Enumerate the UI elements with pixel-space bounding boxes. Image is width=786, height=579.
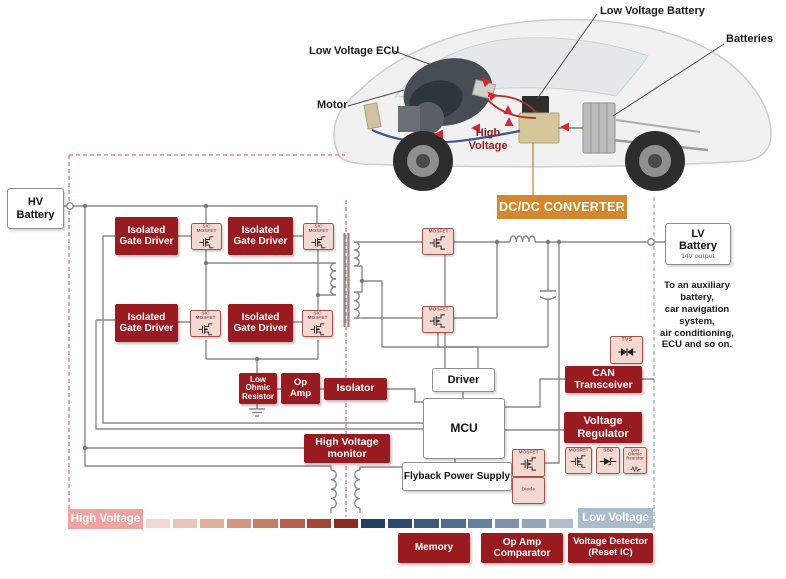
isolated-gate-driver-block-3: Isolated Gate Driver	[115, 304, 178, 342]
high-voltage-monitor-block: High Voltage monitor	[304, 434, 390, 463]
mosfet-symbol-icon	[197, 236, 217, 249]
main-transformer-icon	[330, 233, 362, 327]
label-high-voltage-car: High Voltage	[468, 127, 508, 153]
label-low-voltage-ecu: Low Voltage ECU	[309, 45, 400, 57]
gradient-segment	[333, 519, 359, 528]
mosfet-symbol-icon	[570, 455, 588, 468]
sbd-chip-label: SBD	[602, 448, 614, 453]
gradient-segment	[146, 519, 171, 528]
vr-mosfet-chip: MOSFET	[565, 447, 592, 474]
gradient-segment	[414, 519, 439, 528]
mosfet-symbol-icon	[428, 236, 448, 250]
label-low-voltage-battery: Low Voltage Battery	[600, 5, 705, 17]
diode-chip-label: Diode	[521, 486, 536, 492]
label-leader-lines	[347, 13, 725, 117]
flyback-diode-chip: Diode	[512, 477, 545, 504]
sic-mosfet-chip-label: SiC MOSFET	[308, 224, 329, 234]
inductor-icon	[509, 235, 536, 243]
gradient-segment	[226, 519, 251, 528]
mosfet-symbol-icon	[308, 323, 328, 336]
gradient-segment	[172, 519, 198, 528]
mosfet-chip-secondary-top: MOSFET	[422, 228, 454, 255]
lv-battery-title: LV Battery	[679, 227, 717, 253]
tvs-chip-label: TVS	[621, 337, 632, 343]
isolator-block: Isolator	[324, 378, 387, 400]
voltage-gradient-bar	[146, 519, 573, 528]
gradient-segment	[494, 519, 520, 528]
sbd-symbol-icon	[599, 455, 617, 468]
vr-sbd-chip: SBD	[596, 447, 620, 474]
sic-mosfet-chip-3: SiC MOSFET	[190, 310, 221, 337]
gradient-segment	[253, 519, 278, 528]
sic-mosfet-chip-label: SiC MOSFET	[307, 311, 328, 321]
car-illustration	[333, 13, 772, 195]
op-amp-comparator-block: Op Amp Comparator	[481, 533, 563, 563]
sic-mosfet-chip-2: SiC MOSFET	[303, 223, 334, 250]
gradient-segment	[199, 519, 225, 528]
tvs-chip: TVS	[610, 336, 643, 364]
aux-note-text: To an auxiliary battery, car navigation …	[660, 280, 734, 351]
mosfet-chip-label: MOSFET	[428, 307, 448, 312]
isolation-boundary-lines	[68, 154, 655, 530]
mosfet-symbol-icon	[309, 236, 329, 249]
gradient-segment	[441, 519, 466, 528]
gradient-segment	[468, 519, 493, 528]
sic-mosfet-chip-4: SiC MOSFET	[302, 310, 333, 337]
flyback-transformer-icon	[330, 469, 361, 509]
low-ohmic-resistor-chip-label: Low Ohmic Resistor	[626, 448, 644, 462]
mosfet-chip-label: MOSFET	[428, 229, 448, 234]
capacitor-icon	[539, 290, 557, 301]
high-voltage-bar-label: High Voltage	[68, 509, 143, 529]
sic-mosfet-chip-label: SiC MOSFET	[195, 311, 216, 321]
mosfet-symbol-icon	[428, 314, 448, 328]
gradient-segment	[521, 519, 547, 528]
can-transceiver-block: CAN Transceiver	[565, 366, 642, 393]
mosfet-symbol-icon	[196, 323, 216, 336]
memory-block: Memory	[398, 533, 470, 563]
mosfet-chip-label: MOSFET	[518, 450, 539, 455]
mosfet-chip-secondary-bottom: MOSFET	[422, 306, 454, 333]
lv-battery-output: 14V output	[681, 252, 715, 260]
resistor-symbol-icon	[627, 465, 644, 473]
voltage-regulator-block: Voltage Regulator	[564, 412, 642, 443]
vr-low-ohmic-resistor-chip: Low Ohmic Resistor	[623, 447, 647, 474]
label-batteries: Batteries	[726, 33, 774, 45]
gradient-segment	[548, 519, 573, 528]
gradient-segment	[280, 519, 305, 528]
lv-battery-block: LV Battery 14V output	[665, 223, 731, 265]
mosfet-chip-label: MOSFET	[568, 448, 589, 453]
mcu-block: MCU	[423, 398, 505, 459]
tvs-symbol-icon	[617, 345, 637, 359]
sic-mosfet-chip-label: SiC MOSFET	[196, 224, 217, 234]
flyback-mosfet-chip: MOSFET	[512, 449, 545, 477]
hv-battery-block: HV Battery	[7, 188, 64, 229]
low-ohmic-resistor-block: Low Ohmic Resistor	[239, 373, 277, 404]
dcdc-converter-label: DC/DC CONVERTER	[497, 195, 627, 219]
driver-block: Driver	[432, 368, 495, 392]
junction-dots	[82, 203, 562, 451]
terminal-circles	[66, 202, 655, 246]
flyback-power-supply-block: Flyback Power Supply	[402, 462, 512, 491]
gradient-segment	[307, 519, 332, 528]
car-lv-battery-box	[522, 96, 549, 114]
sic-mosfet-chip-1: SiC MOSFET	[191, 223, 222, 250]
low-voltage-bar-label: Low Voltage	[578, 508, 653, 528]
isolated-gate-driver-block-2: Isolated Gate Driver	[228, 217, 293, 255]
op-amp-block: Op Amp	[281, 373, 320, 404]
wires	[62, 205, 665, 513]
isolated-gate-driver-block-4: Isolated Gate Driver	[228, 304, 293, 342]
label-motor: Motor	[317, 99, 348, 111]
mosfet-symbol-icon	[519, 457, 539, 471]
voltage-detector-block: Voltage Detector (Reset IC)	[568, 533, 653, 563]
isolated-gate-driver-block-1: Isolated Gate Driver	[115, 217, 178, 255]
gradient-segment	[360, 519, 386, 528]
gradient-segment	[387, 519, 412, 528]
